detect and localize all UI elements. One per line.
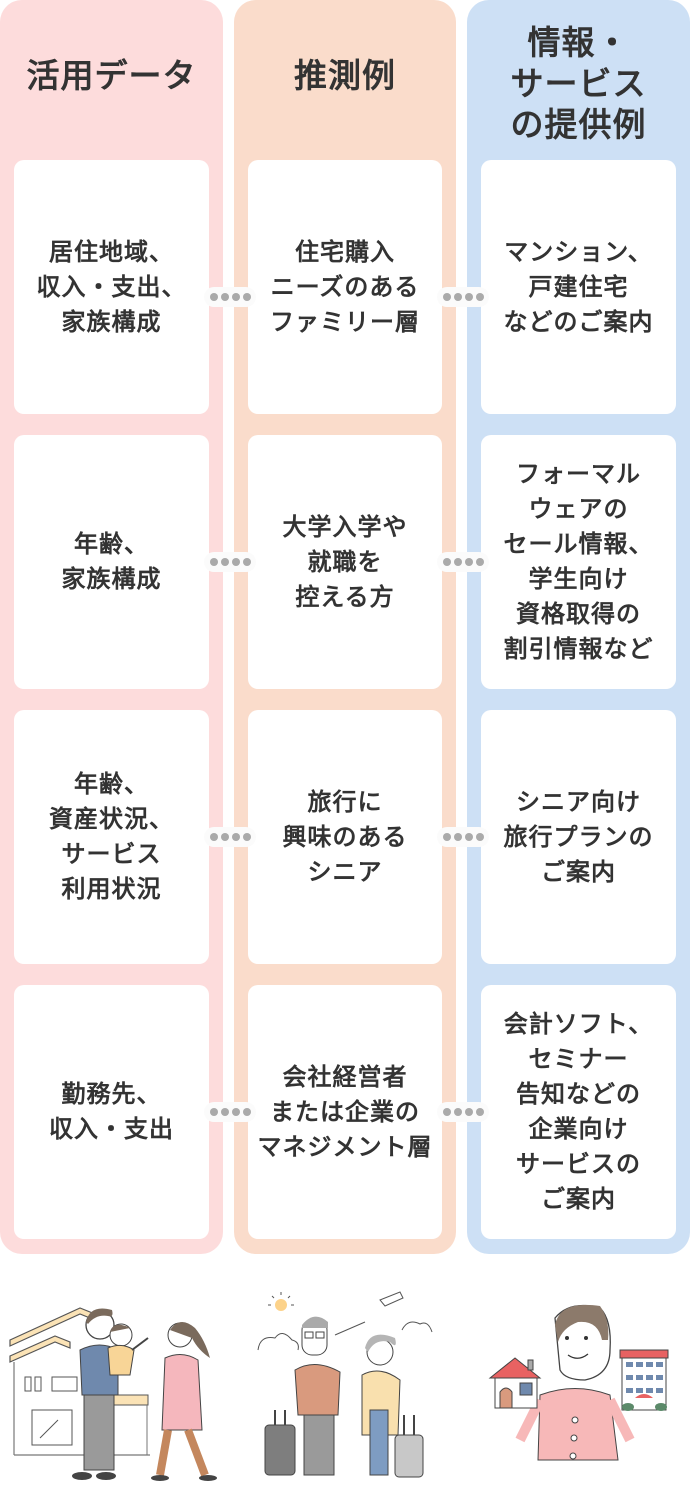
data-card-2: 年齢、 家族構成 bbox=[14, 435, 209, 689]
inference-card-2: 大学入学や 就職を 控える方 bbox=[248, 435, 442, 689]
connector-dots-icon bbox=[204, 1102, 256, 1122]
family-house-illustration bbox=[9, 1307, 217, 1481]
data-card-4: 勤務先、 収入・支出 bbox=[14, 985, 209, 1239]
inference-card-4: 会社経営者 または企業の マネジメント層 bbox=[248, 985, 442, 1239]
data-card-1: 居住地域、 収入・支出、 家族構成 bbox=[14, 160, 209, 414]
service-column-title: 情報・ サービス の提供例 bbox=[510, 23, 647, 144]
data-column-title: 活用データ bbox=[26, 55, 197, 95]
inference-column-title: 推測例 bbox=[294, 55, 396, 95]
inference-card-3: 旅行に 興味のある シニア bbox=[248, 710, 442, 964]
service-card-2: フォーマル ウェアの セール情報、 学生向け 資格取得の 割引情報など bbox=[481, 435, 676, 689]
connector-dots-icon bbox=[437, 1102, 489, 1122]
service-card-3: シニア向け 旅行プランの ご案内 bbox=[481, 710, 676, 964]
inference-card-1: 住宅購入 ニーズのある ファミリー層 bbox=[248, 160, 442, 414]
connector-dots-icon bbox=[437, 827, 489, 847]
connector-dots-icon bbox=[204, 552, 256, 572]
senior-couple-travel-illustration bbox=[257, 1291, 433, 1478]
data-card-3: 年齢、 資産状況、 サービス 利用状況 bbox=[14, 710, 209, 964]
service-card-1: マンション、 戸建住宅 などのご案内 bbox=[481, 160, 676, 414]
man-holding-house-and-apartment-illustration bbox=[488, 1304, 669, 1461]
connector-dots-icon bbox=[204, 827, 256, 847]
connector-dots-icon bbox=[204, 287, 256, 307]
connector-dots-icon bbox=[437, 552, 489, 572]
connector-dots-icon bbox=[437, 287, 489, 307]
service-card-4: 会計ソフト、 セミナー 告知などの 企業向け サービスの ご案内 bbox=[481, 985, 676, 1239]
